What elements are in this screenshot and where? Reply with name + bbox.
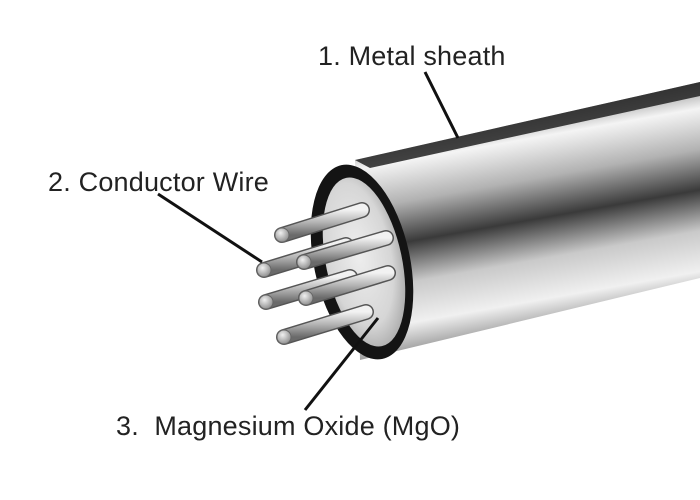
- sheath-label: 1. Metal sheath: [318, 41, 506, 71]
- conductor-wire: [298, 265, 396, 306]
- conductor-wire: [296, 230, 394, 270]
- mgo-leader-line: [303, 317, 380, 411]
- conductor-wire: [276, 304, 374, 345]
- conductor-wires: [256, 202, 396, 345]
- metal-sheath: [355, 82, 700, 360]
- sheath-leader-line: [423, 71, 460, 139]
- conductor-label: 2. Conductor Wire: [48, 167, 269, 197]
- conductor-leader-line: [157, 192, 263, 264]
- mgo-label: 3. Magnesium Oxide (MgO): [116, 411, 460, 441]
- conductor-wire: [274, 202, 370, 243]
